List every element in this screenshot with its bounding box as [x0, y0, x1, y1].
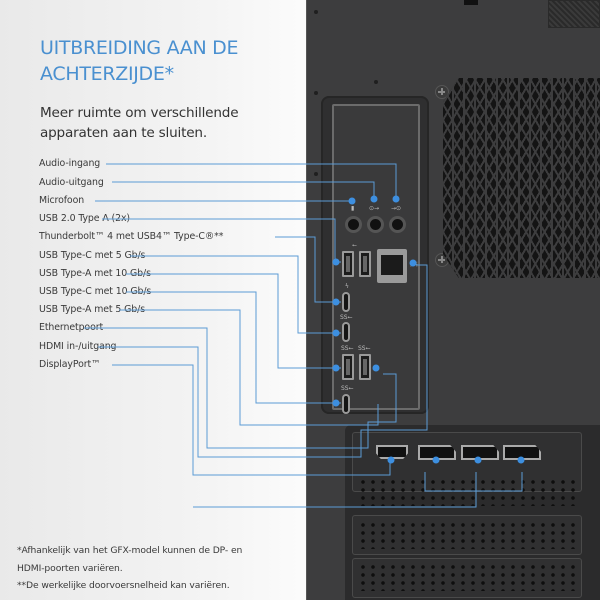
subtitle: Meer ruimte om verschillende apparaten a… — [40, 103, 300, 143]
hdmi-port[interactable] — [376, 445, 408, 459]
chassis-dot — [314, 91, 318, 95]
subtitle-line-1: Meer ruimte om verschillende — [40, 105, 239, 121]
fan-grill — [443, 78, 600, 278]
superspeed-usb-icon: SS⭠ — [341, 385, 354, 392]
usb2-port-1[interactable] — [342, 251, 354, 277]
port-label-ethernet: Ethernetpoort — [39, 322, 104, 333]
superspeed-usb-icon: SS⭠ — [358, 345, 371, 352]
port-label-audio-in: Audio-ingang — [39, 158, 101, 169]
gpu-vent — [358, 478, 576, 506]
thunderbolt-port[interactable] — [342, 292, 350, 312]
port-label-usbc-10g: USB Type-C met 10 Gb/s — [39, 286, 152, 297]
chassis-notch — [464, 0, 478, 5]
usba-10g-port[interactable] — [342, 354, 354, 380]
port-label-microphone: Microfoon — [39, 195, 85, 206]
footnote-1: *Afhankelijk van het GFX-model kunnen de… — [17, 545, 243, 556]
microphone-icon: ▮ — [351, 205, 355, 212]
thunderbolt-icon: ϟ — [345, 283, 349, 290]
title-line-1: UITBREIDING AAN DE — [40, 37, 239, 59]
port-label-thunderbolt: Thunderbolt™ 4 met USB4™ Type-C®** — [39, 231, 224, 242]
slot-vent — [358, 563, 576, 591]
ethernet-port[interactable] — [377, 249, 407, 283]
usb-icon: ⭠ — [352, 242, 357, 249]
usb2-port-2[interactable] — [359, 251, 371, 277]
usbc-5g-port[interactable] — [342, 322, 350, 342]
displayport-1[interactable] — [418, 445, 456, 460]
audio-in-jack[interactable] — [389, 216, 406, 233]
superspeed-usb-icon: SS⭠ — [340, 314, 353, 321]
chassis-dot — [314, 10, 318, 14]
audio-out-jack[interactable] — [367, 216, 384, 233]
port-label-usba-5g: USB Type-A met 5 Gb/s — [39, 304, 145, 315]
port-label-hdmi: HDMI in-/uitgang — [39, 341, 117, 352]
title-line-2: ACHTERZIJDE* — [40, 63, 174, 85]
usbc-10g-port[interactable] — [342, 394, 350, 414]
port-label-usbc-5g: USB Type-C met 5 Gb/s — [39, 250, 146, 261]
port-label-audio-out: Audio-uitgang — [39, 177, 104, 188]
displayport-2[interactable] — [461, 445, 499, 460]
usba-5g-port[interactable] — [359, 354, 371, 380]
slot-vent — [358, 521, 576, 549]
microphone-jack[interactable] — [345, 216, 362, 233]
line-in-icon: →⊙ — [391, 205, 402, 212]
chassis-dot — [374, 80, 378, 84]
footnote-1-cont: HDMI-poorten variëren. — [17, 562, 123, 574]
footnote-2: **De werkelijke doorvoersnelheid kan var… — [17, 580, 230, 591]
ethernet-icon: ⋮⋮ — [408, 261, 420, 268]
port-label-usba-10g: USB Type-A met 10 Gb/s — [39, 268, 151, 279]
subtitle-line-2: apparaten aan te sluiten. — [40, 125, 207, 141]
line-out-icon: ⊙→ — [369, 205, 380, 212]
displayport-3[interactable] — [503, 445, 541, 460]
screw-icon — [435, 85, 449, 99]
top-vent — [548, 0, 600, 28]
port-label-usb2: USB 2.0 Type A (2x) — [39, 213, 130, 224]
footnotes: *Afhankelijk van het GFX-model kunnen de… — [17, 542, 242, 595]
page-title: UITBREIDING AAN DE ACHTERZIJDE* — [40, 35, 300, 87]
chassis-dot — [314, 172, 318, 176]
port-label-displayport: DisplayPort™ — [39, 359, 101, 370]
superspeed-usb-icon: SS⭠ — [341, 345, 354, 352]
info-panel: UITBREIDING AAN DE ACHTERZIJDE* Meer rui… — [17, 35, 300, 595]
